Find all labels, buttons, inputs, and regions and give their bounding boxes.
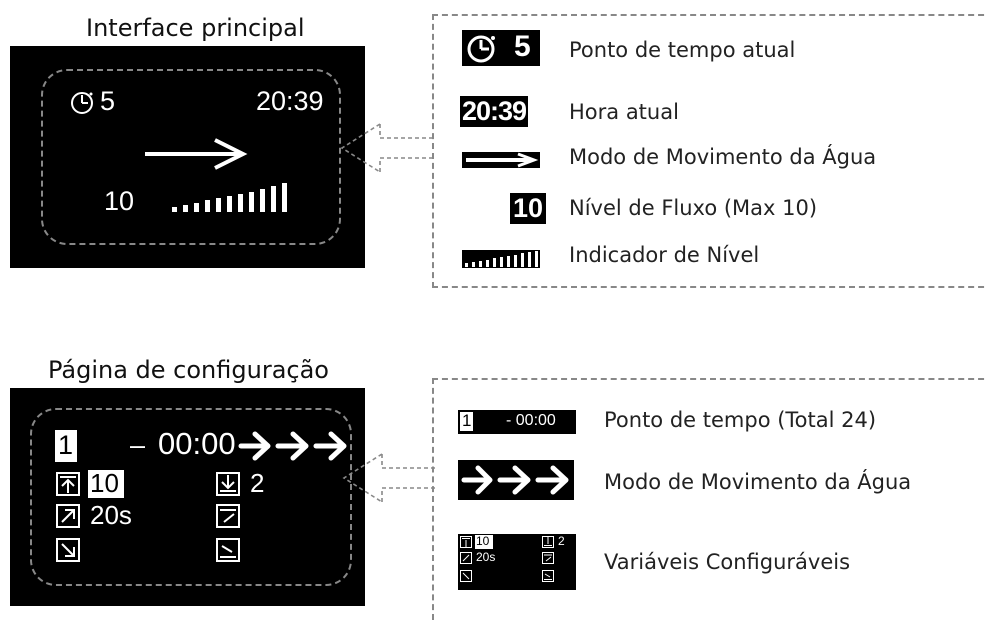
config-variables-icon-up: 10: [476, 534, 490, 548]
flow-icon: 10: [510, 193, 547, 224]
right-arrow-icon: [145, 138, 248, 170]
config-screen: 1 – 00:00 10 2 20s: [10, 388, 365, 606]
triple-arrow-icon: [238, 431, 347, 461]
legend-label-config-variables: Variáveis Configuráveis: [604, 550, 851, 574]
legend-label-water-mode: Modo de Movimento da Água: [569, 145, 877, 169]
main-legend-panel: [432, 14, 988, 288]
level-icon: [462, 250, 540, 268]
config-ramp-value: 20s: [90, 500, 132, 530]
config-time-value: 00:00: [158, 426, 236, 461]
mini-hold-low-icon: [542, 570, 554, 582]
config-variables-icon-down: 2: [558, 534, 565, 548]
hold-low-icon: [216, 538, 240, 562]
level-bars-icon: [465, 251, 538, 267]
min-flow-down-icon: [216, 472, 240, 496]
main-connector-arrow: [340, 123, 433, 173]
mini-hold-high-icon: [542, 552, 554, 564]
legend-label-config-water-mode: Modo de Movimento da Água: [604, 470, 912, 494]
timepoint-icon-digit: 5: [514, 30, 531, 63]
time-icon: 20:39: [460, 96, 529, 127]
main-timepoint-value: 5: [100, 86, 116, 116]
right-arrow-icon: [466, 152, 539, 168]
main-screen: 5 20:39 10: [10, 46, 365, 268]
config-timepoint-icon-index: 1: [462, 411, 472, 430]
clock-icon: [71, 92, 93, 114]
mini-up-icon: [460, 536, 472, 548]
config-screen-dashed-outline: [30, 408, 352, 586]
legend-label-config-timepoint: Ponto de tempo (Total 24): [604, 408, 877, 432]
water-mode-icon: [462, 152, 540, 168]
config-timepoint-icon-box: [460, 412, 473, 431]
ramp-up-icon: [56, 504, 80, 528]
ramp-down-icon: [56, 538, 80, 562]
legend-label-level: Indicador de Nível: [569, 243, 760, 267]
main-interface-title: Interface principal: [86, 14, 305, 42]
level-indicator-icon: [172, 183, 287, 212]
config-timepoint-icon-time: - 00:00: [506, 412, 556, 429]
main-time-value: 20:39: [256, 86, 324, 116]
config-index-box: [55, 430, 77, 462]
mini-down-icon: [542, 536, 554, 548]
max-flow-up-icon: [56, 472, 80, 496]
config-index-value: 1: [58, 430, 74, 460]
triple-arrow-icon: [461, 465, 569, 495]
config-water-mode-icon: [458, 460, 574, 500]
config-dash: –: [130, 430, 146, 460]
timepoint-icon: 5: [462, 30, 540, 66]
config-up-value: 10: [90, 468, 119, 498]
config-up-value-box: [88, 470, 124, 498]
mini-ramp-down-icon: [460, 570, 472, 582]
legend-label-flow: Nível de Fluxo (Max 10): [569, 196, 818, 220]
main-screen-dashed-outline: [41, 69, 341, 245]
main-flow-value: 10: [104, 186, 135, 216]
config-variables-icon-up-box: [475, 535, 493, 549]
config-legend-panel: [432, 378, 988, 620]
config-page-title: Página de configuração: [48, 356, 329, 384]
clock-icon: [467, 35, 495, 63]
mini-ramp-up-icon: [460, 552, 472, 564]
hold-high-icon: [216, 504, 240, 528]
config-connector-arrow: [342, 453, 435, 503]
legend-label-timepoint: Ponto de tempo atual: [569, 38, 796, 62]
legend-label-time: Hora atual: [569, 100, 679, 124]
config-variables-icon-ramp: 20s: [476, 550, 496, 564]
config-variables-icon: 10 2 20s: [458, 534, 576, 590]
config-timepoint-icon: 1 - 00:00: [458, 410, 576, 434]
config-down-value: 2: [250, 468, 265, 498]
